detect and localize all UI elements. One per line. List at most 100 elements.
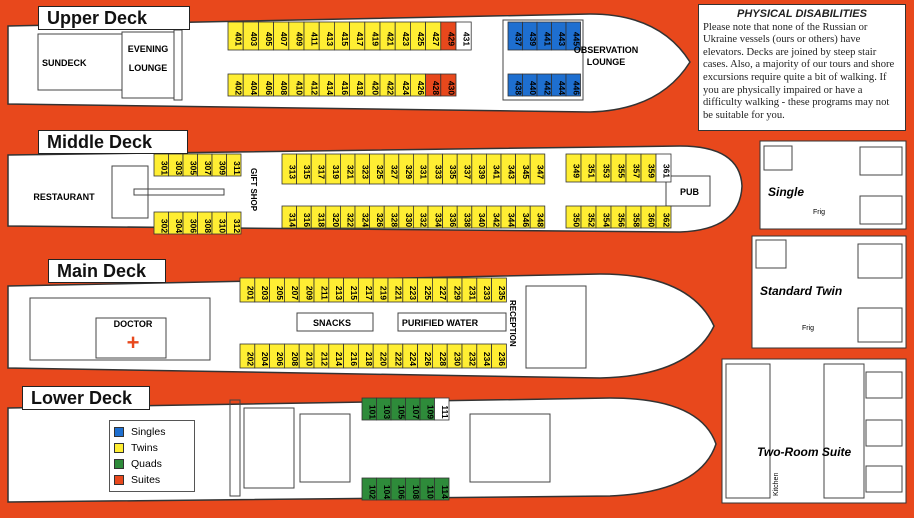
cabin-number-352: 352 xyxy=(587,213,597,227)
cabin-number-347: 347 xyxy=(536,165,546,179)
cabin-number-108: 108 xyxy=(411,485,421,499)
cabin-445 xyxy=(565,21,581,51)
cabin-number-339: 339 xyxy=(477,165,487,179)
cabin-number-356: 356 xyxy=(617,213,627,227)
cabin-312 xyxy=(226,211,242,235)
legend-swatch-singles xyxy=(114,427,124,437)
legend-item: Suites xyxy=(114,472,194,488)
cabin-number-351: 351 xyxy=(587,164,597,178)
cabin-number-429: 429 xyxy=(446,32,456,46)
cabin-number-403: 403 xyxy=(249,32,259,46)
single-room-label: Single xyxy=(768,185,804,199)
legend-label-quads: Quads xyxy=(131,458,162,470)
cabin-number-105: 105 xyxy=(396,405,406,419)
suite-cabin-plan xyxy=(721,358,907,504)
cabin-number-358: 358 xyxy=(632,213,642,227)
cabin-number-114: 114 xyxy=(440,485,450,499)
cabin-number-232: 232 xyxy=(467,352,477,366)
cabin-446 xyxy=(565,73,581,97)
cabin-number-312: 312 xyxy=(232,219,242,233)
cabin-431 xyxy=(455,21,472,51)
suite-room-label: Two-Room Suite xyxy=(757,445,852,459)
purified-water-label: PURIFIED WATER xyxy=(402,318,479,328)
cabin-number-208: 208 xyxy=(290,352,300,366)
cabin-430 xyxy=(440,73,457,97)
cabin-number-416: 416 xyxy=(340,81,350,95)
sundeck-label: SUNDECK xyxy=(42,58,87,68)
cabin-number-220: 220 xyxy=(379,352,389,366)
cabin-number-201: 201 xyxy=(245,286,255,300)
reception-label: RECEPTION xyxy=(508,300,517,347)
legend-label-suites: Suites xyxy=(131,474,161,486)
cabin-number-229: 229 xyxy=(453,286,463,300)
cabin-number-205: 205 xyxy=(275,286,285,300)
cabin-number-224: 224 xyxy=(408,352,418,366)
cabin-number-215: 215 xyxy=(349,286,359,300)
cabin-number-426: 426 xyxy=(416,81,426,95)
cabin-number-211: 211 xyxy=(319,286,329,300)
cabin-number-210: 210 xyxy=(305,352,315,366)
cabin-number-442: 442 xyxy=(542,81,552,95)
cabin-number-107: 107 xyxy=(411,405,421,419)
cabin-number-439: 439 xyxy=(528,32,538,46)
cabin-number-303: 303 xyxy=(174,161,184,175)
cabin-number-438: 438 xyxy=(513,81,523,95)
cabin-number-405: 405 xyxy=(264,32,274,46)
cabin-number-361: 361 xyxy=(662,164,672,178)
cabin-236 xyxy=(491,343,507,369)
lower-deck-title: Lower Deck xyxy=(22,386,150,410)
cabin-number-412: 412 xyxy=(310,81,320,95)
cabin-number-440: 440 xyxy=(528,81,538,95)
cabin-number-354: 354 xyxy=(602,213,612,227)
cabin-number-402: 402 xyxy=(234,81,244,95)
evening-lounge-label-1: EVENING xyxy=(128,44,169,54)
legend-label-twins: Twins xyxy=(131,442,158,454)
cabin-number-350: 350 xyxy=(572,213,582,227)
cabin-number-421: 421 xyxy=(386,32,396,46)
cabin-number-321: 321 xyxy=(346,165,356,179)
doctor-cross-icon: + xyxy=(127,330,140,355)
cabin-number-230: 230 xyxy=(453,352,463,366)
cabin-number-328: 328 xyxy=(390,213,400,227)
cabin-number-415: 415 xyxy=(340,32,350,46)
legend-swatch-twins xyxy=(114,443,124,453)
observation-lounge-label-1: OBSERVATION xyxy=(574,45,639,55)
cabin-number-320: 320 xyxy=(331,213,341,227)
cabin-number-309: 309 xyxy=(217,161,227,175)
cabin-number-202: 202 xyxy=(245,352,255,366)
cabin-number-305: 305 xyxy=(188,161,198,175)
cabin-number-225: 225 xyxy=(423,286,433,300)
cabin-number-214: 214 xyxy=(334,352,344,366)
cabin-number-222: 222 xyxy=(393,352,403,366)
pub-label: PUB xyxy=(680,187,700,197)
cabin-number-308: 308 xyxy=(203,219,213,233)
cabin-number-304: 304 xyxy=(174,219,184,233)
legend-swatch-suites xyxy=(114,475,124,485)
legend-label-singles: Singles xyxy=(131,426,166,438)
cabin-number-213: 213 xyxy=(334,286,344,300)
cabin-number-446: 446 xyxy=(571,81,581,95)
cabin-number-329: 329 xyxy=(404,165,414,179)
cabin-348 xyxy=(529,205,546,229)
cabin-number-414: 414 xyxy=(325,81,335,95)
cabin-number-340: 340 xyxy=(477,213,487,227)
cabin-number-343: 343 xyxy=(506,165,516,179)
cabin-number-314: 314 xyxy=(287,213,297,227)
cabin-number-423: 423 xyxy=(401,32,411,46)
cabin-number-353: 353 xyxy=(602,164,612,178)
note-text: Please note that none of the Russian or … xyxy=(703,21,895,121)
cabin-number-330: 330 xyxy=(404,213,414,227)
cabin-number-319: 319 xyxy=(331,165,341,179)
cabin-number-333: 333 xyxy=(433,165,443,179)
middle-deck-title: Middle Deck xyxy=(38,130,188,154)
cabin-number-218: 218 xyxy=(364,352,374,366)
cabin-number-306: 306 xyxy=(188,219,198,233)
cabin-347 xyxy=(529,153,546,185)
cabin-number-409: 409 xyxy=(294,32,304,46)
twin-frig-label: Frig xyxy=(802,325,814,332)
cabin-111 xyxy=(434,397,450,421)
restaurant-label: RESTAURANT xyxy=(33,192,95,202)
cabin-number-221: 221 xyxy=(393,286,403,300)
cabin-number-234: 234 xyxy=(482,352,492,366)
